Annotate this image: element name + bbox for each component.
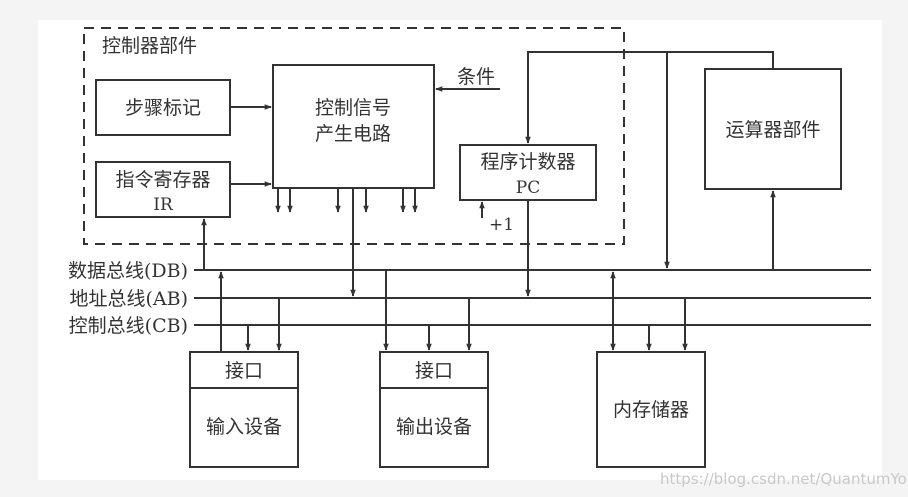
step-marker-box — [95, 79, 231, 136]
memory-box — [596, 351, 706, 468]
memory-label: 内存储器 — [613, 399, 689, 421]
program-counter-label: 程序计数器 — [480, 151, 575, 173]
data-bus-label: 数据总线(DB) — [68, 260, 188, 282]
condition-label: 条件 — [457, 66, 495, 88]
program-counter-abbr: PC — [516, 178, 540, 198]
control-signal-line1: 控制信号 — [315, 97, 391, 119]
alu-box — [704, 68, 842, 190]
output-interface-label: 接口 — [415, 360, 453, 382]
step-marker-label: 步骤标记 — [125, 97, 201, 119]
watermark: https://blog.csdn.net/QuantumYou — [660, 470, 908, 488]
output-device-box — [379, 351, 489, 468]
pc-increment-label: +1 — [489, 215, 514, 235]
input-interface-label: 接口 — [225, 360, 263, 382]
address-bus-label: 地址总线(AB) — [69, 288, 188, 310]
instruction-register-box — [95, 161, 231, 218]
program-counter-box — [459, 144, 597, 201]
control-signal-line2: 产生电路 — [315, 123, 391, 145]
input-device-box — [189, 351, 299, 468]
alu-output-line — [525, 51, 774, 144]
control-bus-label: 控制总线(CB) — [69, 315, 188, 337]
alu-label: 运算器部件 — [725, 119, 820, 141]
controller-group-label: 控制器部件 — [102, 35, 197, 57]
control-signal-circuit-box — [272, 64, 435, 189]
output-device-label: 输出设备 — [396, 416, 472, 438]
instruction-register-abbr: IR — [153, 195, 174, 215]
instruction-register-label: 指令寄存器 — [115, 169, 210, 191]
input-device-label: 输入设备 — [206, 416, 282, 438]
